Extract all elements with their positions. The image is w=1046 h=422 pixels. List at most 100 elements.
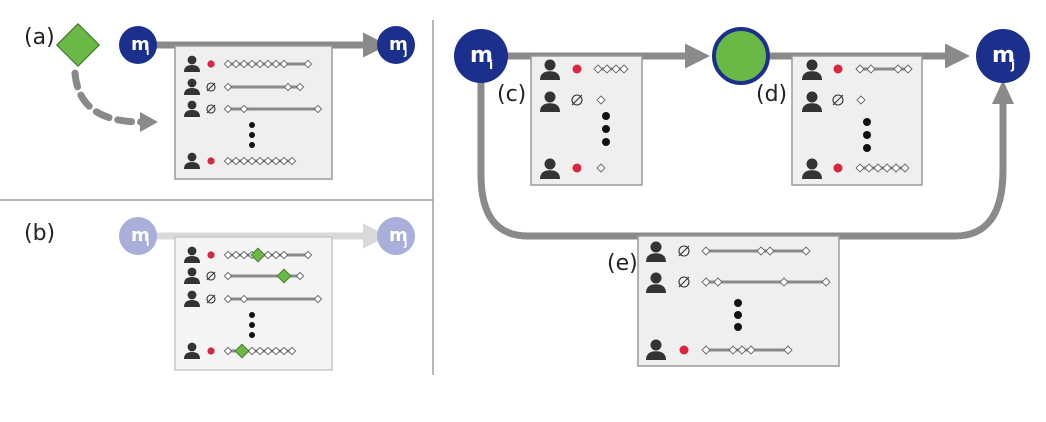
diamond-marker-icon xyxy=(801,246,811,256)
empty-set-icon xyxy=(678,245,690,257)
red-dot-icon xyxy=(833,64,843,74)
diamond-marker-icon xyxy=(821,277,831,287)
diamond-marker-icon xyxy=(882,163,892,173)
user-icon xyxy=(184,152,200,169)
diamond-marker-icon xyxy=(746,345,756,355)
diamond-marker-icon xyxy=(701,246,711,256)
panel-label-d: (d) xyxy=(756,82,787,107)
diamond-marker-icon xyxy=(247,346,257,356)
user-rows xyxy=(802,59,913,179)
node-mi-faded[interactable] xyxy=(119,217,157,255)
diamond-marker-icon xyxy=(295,271,305,281)
diamond-marker-icon xyxy=(250,247,266,263)
diamond-marker-icon xyxy=(279,59,289,69)
diamond-marker-icon xyxy=(279,346,289,356)
diamond-marker-icon xyxy=(255,59,265,69)
green-diamond-icon xyxy=(55,22,101,68)
diamond-marker-icon xyxy=(903,64,913,74)
user-icon xyxy=(646,241,666,262)
node-mj-subscript: j xyxy=(1010,58,1015,72)
red-dot-icon xyxy=(207,60,215,68)
diamond-marker-icon xyxy=(287,346,297,356)
diamond-marker-icon xyxy=(239,250,249,260)
diamond-marker-icon xyxy=(247,156,257,166)
node-mi[interactable] xyxy=(119,26,157,64)
diamond-marker-icon xyxy=(263,156,273,166)
user-list-box xyxy=(174,45,333,180)
node-mj-label: m xyxy=(389,34,408,55)
diamond-marker-icon xyxy=(783,345,793,355)
diamond-marker-icon xyxy=(223,271,233,281)
panel-label-c: (c) xyxy=(497,82,526,107)
empty-set-icon xyxy=(206,294,216,304)
user-rows xyxy=(184,55,323,169)
node-mj-subscript: j xyxy=(403,238,407,249)
user-icon xyxy=(646,272,666,293)
diamond-marker-icon xyxy=(276,268,292,284)
node-mi-label: m xyxy=(131,225,150,246)
diamond-marker-icon xyxy=(263,59,273,69)
diamond-marker-icon xyxy=(900,163,910,173)
node-mj-subscript: j xyxy=(403,47,407,58)
diamond-marker-icon xyxy=(593,64,603,74)
diamond-marker-icon xyxy=(271,346,281,356)
diamond-marker-icon xyxy=(247,59,257,69)
diamond-marker-icon xyxy=(856,95,866,105)
diamond-marker-icon xyxy=(239,156,249,166)
user-icon xyxy=(184,290,200,307)
red-dot-icon xyxy=(572,64,582,74)
diamond-marker-icon xyxy=(223,104,233,114)
edge-mi-mj-arrowhead xyxy=(992,80,1014,104)
diamond-marker-icon xyxy=(271,59,281,69)
node-intermediate[interactable] xyxy=(712,27,770,85)
node-mi-subscript: i xyxy=(146,238,149,249)
diamond-marker-icon xyxy=(303,250,313,260)
vertical-ellipsis-icon xyxy=(734,299,742,331)
empty-set-icon xyxy=(206,271,216,281)
empty-set-icon xyxy=(206,104,216,114)
diamond-marker-icon xyxy=(271,250,281,260)
diamond-marker-icon xyxy=(303,59,313,69)
user-icon xyxy=(184,246,200,263)
empty-set-icon xyxy=(206,82,216,92)
diamond-marker-icon xyxy=(295,82,305,92)
diamond-marker-icon xyxy=(223,294,233,304)
diamond-marker-icon xyxy=(756,246,766,256)
diamond-marker-icon xyxy=(234,343,250,359)
user-icon xyxy=(802,91,822,112)
user-icon xyxy=(184,267,200,284)
node-mj-faded[interactable] xyxy=(377,217,415,255)
user-icon xyxy=(540,91,560,112)
node-mj[interactable] xyxy=(976,29,1030,83)
diamond-marker-icon xyxy=(873,163,883,173)
diamond-marker-icon xyxy=(255,346,265,356)
panel-b: (b) m i m j xyxy=(24,217,415,371)
user-list-box xyxy=(174,236,333,371)
diamond-marker-icon xyxy=(263,346,273,356)
diamond-marker-icon xyxy=(313,294,323,304)
user-icon xyxy=(540,158,560,179)
diamond-marker-icon xyxy=(239,294,249,304)
diamond-marker-icon xyxy=(866,64,876,74)
red-dot-icon xyxy=(679,345,689,355)
node-mi[interactable] xyxy=(454,29,508,83)
diamond-marker-icon xyxy=(701,345,711,355)
edge-mi-mj-direct xyxy=(477,82,1007,240)
user-icon xyxy=(646,339,666,360)
diamond-marker-icon xyxy=(223,156,233,166)
diamond-marker-icon xyxy=(271,156,281,166)
diamond-marker-icon xyxy=(283,82,293,92)
node-mi-label: m xyxy=(470,43,493,68)
diamond-marker-icon xyxy=(765,246,775,256)
diamond-marker-icon xyxy=(279,156,289,166)
red-dot-icon xyxy=(207,347,215,355)
diamond-marker-icon xyxy=(701,277,711,287)
node-mj[interactable] xyxy=(377,26,415,64)
panel-a: (a) m i m j xyxy=(24,22,415,180)
diamond-marker-icon xyxy=(619,64,629,74)
diamond-marker-icon xyxy=(596,163,606,173)
user-icon xyxy=(184,100,200,117)
diamond-marker-icon xyxy=(737,345,747,355)
user-icon xyxy=(184,78,200,95)
